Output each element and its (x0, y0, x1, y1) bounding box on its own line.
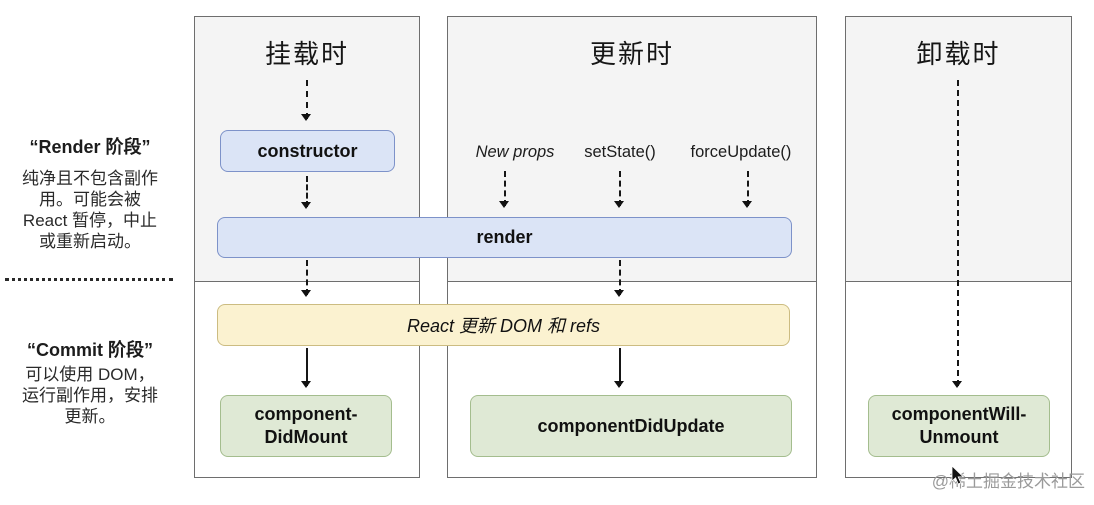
mounting-column-title: 挂载时 (264, 39, 349, 69)
phase-dotted-divider (5, 278, 173, 281)
arrow-set-state-to-render (614, 171, 624, 208)
set-state-label: setState() (584, 143, 656, 161)
force-update-label: forceUpdate() (690, 143, 792, 161)
component-did-mount-box: component- DidMount (220, 395, 392, 457)
arrow-mounting-to-constructor (301, 80, 311, 121)
react-dom-update-box: React 更新 DOM 和 refs (217, 304, 790, 346)
commit-phase-description: 可以使用 DOM， 运行副作用，安排 更新。 (22, 365, 158, 426)
component-will-unmount-box: componentWill- Unmount (868, 395, 1050, 457)
arrow-render-to-dom-update-mounting (301, 260, 311, 297)
arrow-constructor-to-render (301, 176, 311, 209)
arrow-unmounting-to-component-will-unmount (952, 80, 962, 388)
watermark-text: @稀土掘金技术社区 (931, 472, 1085, 491)
arrow-render-to-dom-update-updating (614, 260, 624, 297)
render-phase-description: 纯净且不包含副作 用。可能会被 React 暂停，中止 或重新启动。 (22, 169, 158, 251)
mouse-cursor-icon (951, 466, 965, 485)
render-box: render (217, 217, 792, 258)
arrow-force-update-to-render (742, 171, 752, 208)
commit-phase-title: “Commit 阶段” (27, 340, 153, 360)
constructor-box: constructor (220, 130, 395, 172)
render-phase-title: “Render 阶段” (29, 137, 151, 157)
new-props-label: New props (475, 143, 555, 161)
arrow-dom-update-to-component-did-update (614, 348, 624, 388)
arrow-dom-update-to-component-did-mount (301, 348, 311, 388)
component-did-update-box: componentDidUpdate (470, 395, 792, 457)
arrow-new-props-to-render (499, 171, 509, 208)
updating-column-title: 更新时 (589, 39, 674, 69)
unmounting-column-title: 卸载时 (916, 39, 1001, 69)
